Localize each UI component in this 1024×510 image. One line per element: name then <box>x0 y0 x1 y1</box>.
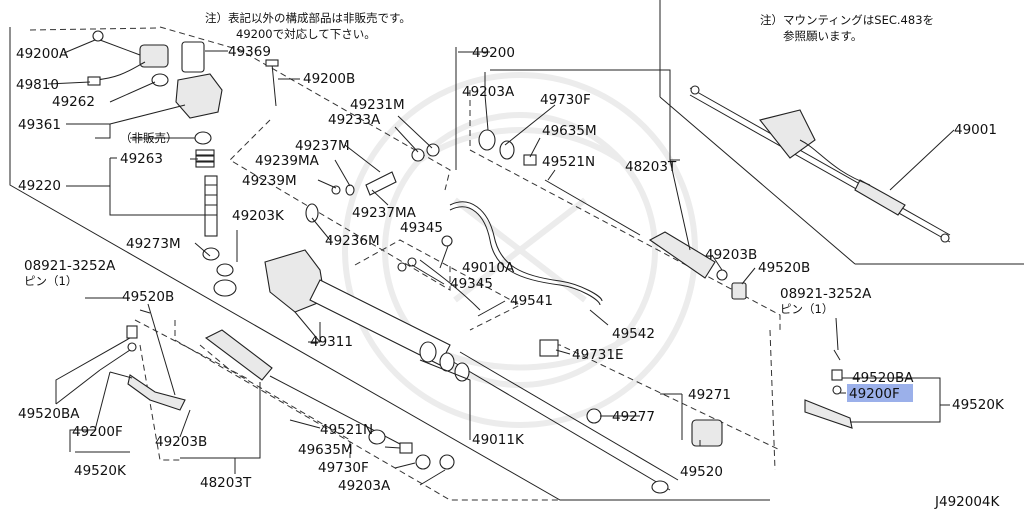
label-49220[interactable]: 49220 <box>18 178 61 194</box>
label-49273M[interactable]: 49273M <box>126 236 181 252</box>
label-49271[interactable]: 49271 <box>688 387 731 403</box>
label-49277[interactable]: 49277 <box>612 409 655 425</box>
label-49203A-bottom[interactable]: 49203A <box>338 478 391 494</box>
label-49345-upper[interactable]: 49345 <box>400 220 443 236</box>
part-labels: 49200A 49369 49810 49262 49200B 49361 49… <box>16 44 1005 510</box>
label-49730F-bottom[interactable]: 49730F <box>318 460 369 476</box>
label-49203B-right[interactable]: 49203B <box>705 247 757 263</box>
label-49731E[interactable]: 49731E <box>572 347 623 363</box>
label-49635M-top[interactable]: 49635M <box>542 123 597 139</box>
pin-qty-right: ピン（1） <box>780 302 833 316</box>
pin-code-right: 08921-3252A <box>780 286 872 302</box>
label-49200B[interactable]: 49200B <box>303 71 355 87</box>
label-49239MA[interactable]: 49239MA <box>255 153 320 169</box>
label-49311[interactable]: 49311 <box>310 334 353 350</box>
label-49239M[interactable]: 49239M <box>242 173 297 189</box>
label-49520BA-right[interactable]: 49520BA <box>852 370 914 386</box>
label-49010A[interactable]: 49010A <box>462 260 515 276</box>
label-49361[interactable]: 49361 <box>18 117 61 133</box>
label-48203T-top[interactable]: 48203T <box>625 159 677 175</box>
label-49011K[interactable]: 49011K <box>472 432 525 448</box>
label-49520K-left[interactable]: 49520K <box>74 463 127 479</box>
label-49520B-left[interactable]: 49520B <box>122 289 174 305</box>
label-49237M[interactable]: 49237M <box>295 138 350 154</box>
label-49520BA-left[interactable]: 49520BA <box>18 406 80 422</box>
label-49542[interactable]: 49542 <box>612 326 655 342</box>
label-49635M-bottom[interactable]: 49635M <box>298 442 353 458</box>
dashed-group-lines <box>29 26 781 501</box>
note-top-line2: 49200で対応して下さい。 <box>236 27 376 41</box>
label-49520K-right[interactable]: 49520K <box>952 397 1005 413</box>
label-49203B-left[interactable]: 49203B <box>155 434 207 450</box>
label-49369[interactable]: 49369 <box>228 44 271 60</box>
note-not-sold: （非販売） <box>120 131 178 145</box>
label-49203K[interactable]: 49203K <box>232 208 285 224</box>
leader-lines <box>47 39 955 486</box>
label-49262[interactable]: 49262 <box>52 94 95 110</box>
pin-qty-left: ピン（1） <box>24 274 77 288</box>
pin-code-left: 08921-3252A <box>24 258 116 274</box>
label-49200F-right[interactable]: 49200F <box>849 386 900 402</box>
label-49730F-top[interactable]: 49730F <box>540 92 591 108</box>
label-49231M[interactable]: 49231M <box>350 97 405 113</box>
note-top-line1: 注）表記以外の構成部品は非販売です。 <box>205 11 411 25</box>
label-49521N-bottom[interactable]: 49521N <box>320 422 373 438</box>
label-49520B-right[interactable]: 49520B <box>758 260 810 276</box>
label-49200A[interactable]: 49200A <box>16 46 69 62</box>
label-49541[interactable]: 49541 <box>510 293 553 309</box>
label-49203A-top[interactable]: 49203A <box>462 84 515 100</box>
label-49263[interactable]: 49263 <box>120 151 163 167</box>
label-48203T-bottom[interactable]: 48203T <box>200 475 252 491</box>
note-right-line1: 注）マウンティングはSEC.483を <box>760 13 934 27</box>
label-49520[interactable]: 49520 <box>680 464 723 480</box>
label-49236M[interactable]: 49236M <box>325 233 380 249</box>
diagram-code: J492004K <box>934 494 1001 510</box>
label-49810[interactable]: 49810 <box>16 77 59 93</box>
note-right-line2: 参照願います。 <box>783 29 862 43</box>
label-49345-lower[interactable]: 49345 <box>450 276 493 292</box>
label-49200F-left[interactable]: 49200F <box>72 424 123 440</box>
part-drawings <box>87 30 951 494</box>
label-49001[interactable]: 49001 <box>954 122 997 138</box>
watermark-emblem <box>342 72 698 428</box>
highlighted-part-box <box>847 384 913 402</box>
label-49521N-top[interactable]: 49521N <box>542 154 595 170</box>
label-49200[interactable]: 49200 <box>472 45 515 61</box>
frame-lines <box>9 0 1024 501</box>
label-49233A[interactable]: 49233A <box>328 112 381 128</box>
label-49237MA[interactable]: 49237MA <box>352 205 417 221</box>
